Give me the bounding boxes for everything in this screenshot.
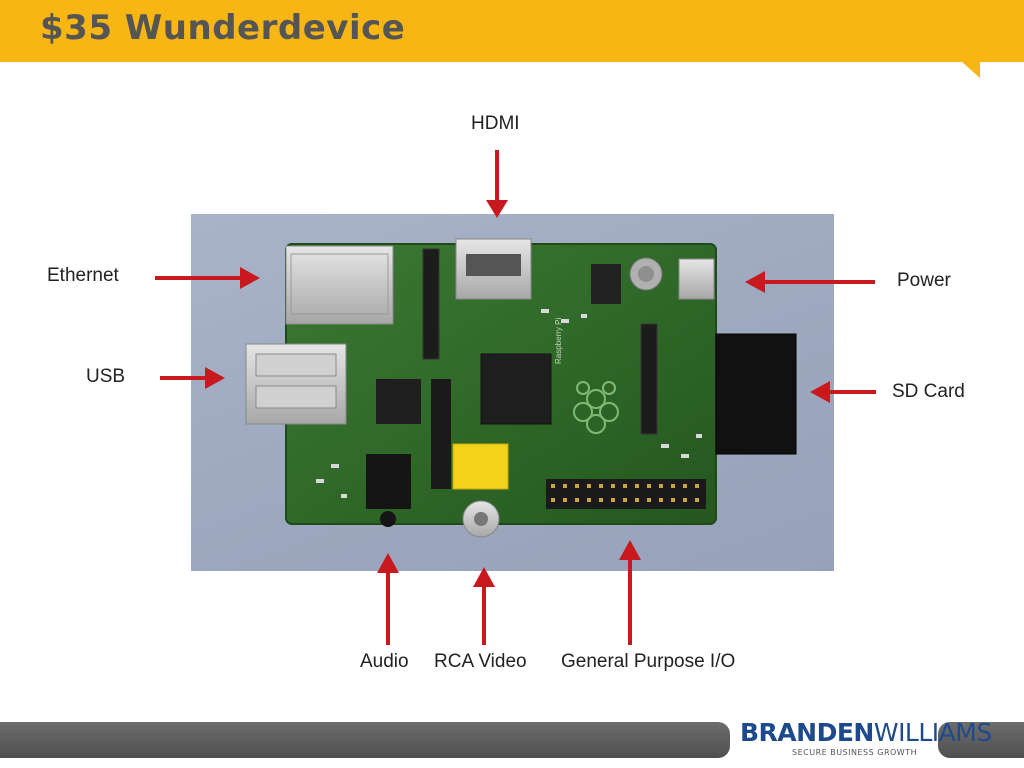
soc-chip: [480, 353, 552, 425]
board-illustration: Raspberry Pi: [245, 238, 797, 538]
brand-name: BRANDENWILLIAMS: [740, 718, 992, 748]
callout-usb: USB: [86, 366, 126, 387]
raspberry-logo: [573, 381, 619, 434]
ethernet-port: [285, 245, 394, 325]
gpio-header: [546, 479, 706, 509]
audio-jack: [366, 454, 411, 509]
power-port: [678, 258, 715, 300]
brand-name-bold: BRANDEN: [740, 718, 874, 747]
sd-card: [715, 333, 797, 455]
callout-rca-video: RCA Video: [434, 651, 527, 672]
footer-bar-right: [938, 722, 1024, 758]
board-silkscreen: Raspberry Pi: [554, 318, 563, 364]
callout-ethernet: Ethernet: [47, 265, 119, 286]
header-bar: [0, 0, 1024, 62]
callout-hdmi: HDMI: [471, 113, 520, 134]
board-photo: Raspberry Pi: [191, 214, 834, 571]
footer-bar-left: [0, 722, 730, 758]
callout-power: Power: [897, 270, 951, 291]
header-tail: [962, 62, 980, 78]
callout-sd-card: SD Card: [892, 381, 965, 402]
slide-title: $35 Wunderdevice: [40, 8, 406, 48]
callout-audio: Audio: [360, 651, 409, 672]
callout-gpio: General Purpose I/O: [561, 651, 736, 672]
brand-name-light: WILLIAMS: [873, 718, 992, 747]
rca-connector: [452, 443, 509, 490]
brand-tagline: SECURE BUSINESS GROWTH: [792, 748, 918, 757]
brand-logo: BRANDENWILLIAMS SECURE BUSINESS GROWTH: [740, 718, 992, 762]
